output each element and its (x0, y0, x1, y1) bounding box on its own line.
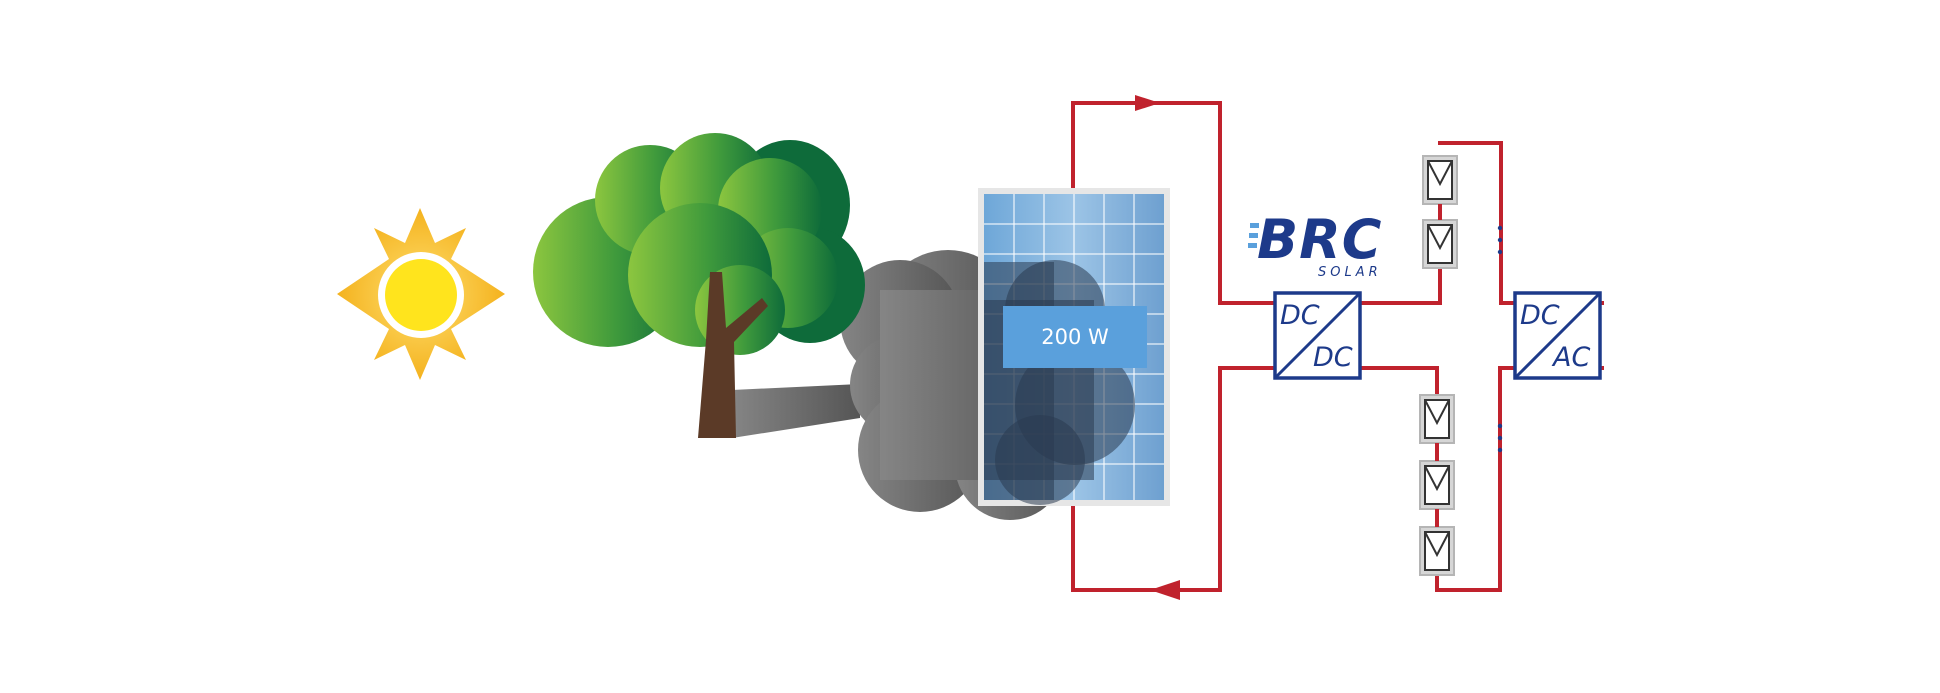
solar-panel: 200 W (978, 188, 1170, 506)
brand-name: BRC (1257, 208, 1382, 271)
tree-icon (533, 133, 865, 438)
dcdc-output-label: DC (1313, 342, 1353, 373)
sun-icon (337, 208, 505, 380)
brand-subtitle: SOLAR (1318, 265, 1382, 280)
panel-power-label: 200 W (1041, 325, 1109, 349)
dcac-input-label: DC (1520, 300, 1560, 331)
pv-module-icon (1419, 460, 1455, 510)
current-arrows (1135, 95, 1180, 600)
pv-module-icon (1422, 155, 1458, 205)
pv-module-icon (1419, 526, 1455, 576)
logo-stripes (1248, 223, 1259, 248)
dc-dc-converter: DC DC (1273, 291, 1362, 380)
pv-module-icon (1419, 394, 1455, 444)
dcac-output-label: AC (1551, 342, 1590, 373)
brc-solar-logo: BRC SOLAR (1248, 208, 1382, 280)
pv-string-bottom (1419, 394, 1455, 576)
panel-power-label-box (1003, 306, 1147, 368)
dc-ac-inverter: DC AC (1513, 291, 1602, 380)
pv-string-top (1422, 155, 1458, 269)
pv-module-icon (1422, 219, 1458, 269)
wiring (1071, 101, 1604, 592)
continuation-dots (1497, 225, 1503, 453)
dcdc-input-label: DC (1280, 300, 1320, 331)
